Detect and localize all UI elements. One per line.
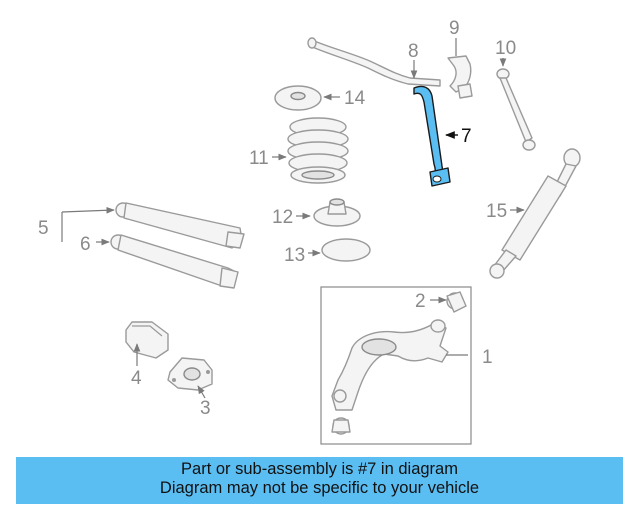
stabilizer-link-part-10 [496,68,536,151]
spring-seat-part-12 [313,198,361,227]
callout-7: 7 [461,126,472,147]
callout-5: 5 [38,218,49,239]
callout-1: 1 [482,347,493,368]
shock-absorber-part-15 [489,148,581,279]
callout-2: 2 [415,291,426,312]
coil-spring-part-11 [287,117,349,184]
knuckle-part-1 [331,319,449,435]
callout-8: 8 [408,41,419,62]
knuckle-box [320,286,472,445]
banner-line-2: Diagram may not be specific to your vehi… [159,479,480,497]
callout-4: 4 [131,368,142,389]
callout-3: 3 [200,398,211,419]
callout-6: 6 [80,234,91,255]
callout-15: 15 [486,201,507,222]
info-banner: Part or sub-assembly is #7 in diagram Di… [16,457,623,504]
callout-11: 11 [249,148,269,169]
mount-part-4 [125,321,169,359]
lateral-arm-part-6 [110,234,239,289]
stabilizer-link-part-7 [413,85,451,187]
insulator-part-14 [274,85,322,111]
stabilizer-bar [307,37,441,87]
callout-10: 10 [495,38,516,59]
callout-9: 9 [449,18,460,39]
banner-line-1: Part or sub-assembly is #7 in diagram [181,460,458,478]
callout-line-3 [197,385,206,399]
parts-diagram: 1 2 3 4 5 6 7 8 9 10 11 12 13 14 15 [38,18,581,445]
callout-13: 13 [284,245,305,266]
callout-12: 12 [272,207,293,228]
lateral-arm-part-5 [115,202,245,249]
mount-part-3 [167,357,213,391]
callout-14: 14 [344,88,366,109]
pad-part-13 [321,238,371,262]
bracket-part-9 [447,55,473,99]
bushing-part-2 [446,291,467,313]
callout-line-5 [61,206,115,214]
